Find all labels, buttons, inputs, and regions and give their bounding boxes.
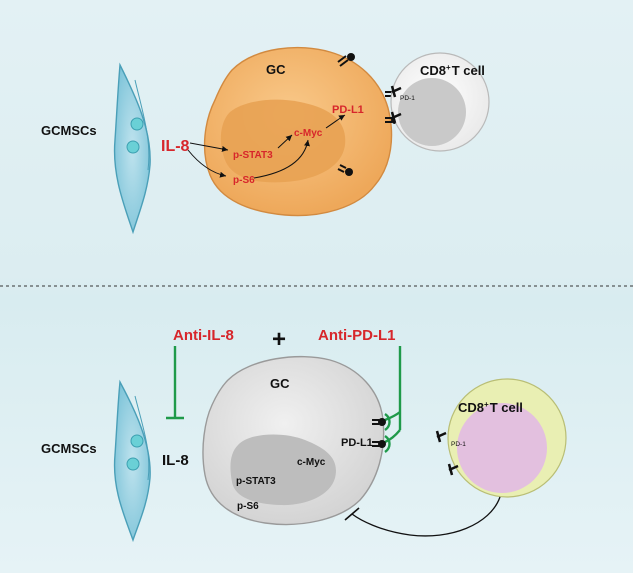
tcell-text-bottom: T cell [490, 400, 523, 415]
arrow-cmyc-to-pdl1 [325, 114, 346, 129]
pdl1-receptor-top-4 [337, 164, 353, 176]
cd8-tcell-nucleus-bottom [457, 403, 547, 493]
pdl1-node-top: PD-L1 [332, 104, 364, 116]
pd1-label-top: PD-1 [400, 95, 415, 102]
pdl1-receptor-bottom-1 [372, 418, 386, 426]
pdl1-node-bottom: PD-L1 [341, 437, 373, 449]
top-panel: GCMSCs IL-8 GC p-STAT3 p-S6 c-Myc PD-L1 [41, 46, 490, 235]
cd8-tcell-label-bottom: CD8+T cell [458, 400, 523, 415]
pd1-label-bottom: PD-1 [451, 441, 466, 448]
cmyc-node-top: c-Myc [294, 128, 323, 139]
pstat3-node-top: p-STAT3 [233, 150, 273, 161]
cd8-text-top: CD8 [420, 63, 446, 78]
pdl1-receptor-top-1 [337, 53, 355, 67]
pdl1-receptor-bottom-2 [372, 440, 386, 448]
arrow-pstat3-to-cmyc [277, 134, 293, 149]
bottom-panel: Anti-IL-8 + Anti-PD-L1 GCMSCs IL-8 GC [41, 326, 567, 543]
pstat3-node-bottom: p-STAT3 [236, 476, 276, 487]
il8-label-bottom: IL-8 [162, 452, 189, 469]
pd1-receptor-top-2 [390, 111, 402, 124]
gcmsc-cell-top [113, 62, 151, 235]
ps6-node-top: p-S6 [233, 175, 255, 186]
cd8-sup-top: + [446, 63, 451, 72]
pd1-receptor-bottom-1 [435, 430, 447, 443]
arrow-il8-to-pstat3 [189, 142, 229, 152]
cd8-tcell-nucleus-top [398, 78, 466, 146]
arrow-il8-to-ps6 [187, 149, 227, 178]
anti-il8-label: Anti-IL-8 [173, 327, 234, 344]
gc-label-bottom: GC [270, 376, 290, 391]
cmyc-node-bottom: c-Myc [297, 457, 326, 468]
anti-pdl1-label: Anti-PD-L1 [318, 327, 396, 344]
tcell-killing-inhibition [344, 496, 501, 537]
cd8-sup-bottom: + [484, 400, 489, 409]
pd1-receptor-top-1 [390, 85, 402, 98]
gc-label-top: GC [266, 62, 286, 77]
plus-sign: + [272, 326, 286, 353]
cd8-tcell-label-top: CD8+T cell [420, 63, 485, 78]
tcell-text-top: T cell [452, 63, 485, 78]
il8-label-top: IL-8 [161, 138, 190, 155]
gcmsc-cell-bottom [113, 379, 151, 543]
arrow-ps6-to-cmyc [253, 139, 310, 179]
cd8-text-bottom: CD8 [458, 400, 484, 415]
ps6-node-bottom: p-S6 [237, 501, 259, 512]
nucleus-top [220, 99, 346, 183]
anti-pdl1-blocking [384, 346, 402, 453]
anti-il8-inhibition [166, 346, 184, 420]
gcmsc-label-bottom: GCMSCs [41, 441, 97, 456]
gcmsc-label-top: GCMSCs [41, 123, 97, 138]
nucleus-bottom [230, 434, 336, 506]
pd1-receptor-bottom-2 [447, 463, 459, 476]
